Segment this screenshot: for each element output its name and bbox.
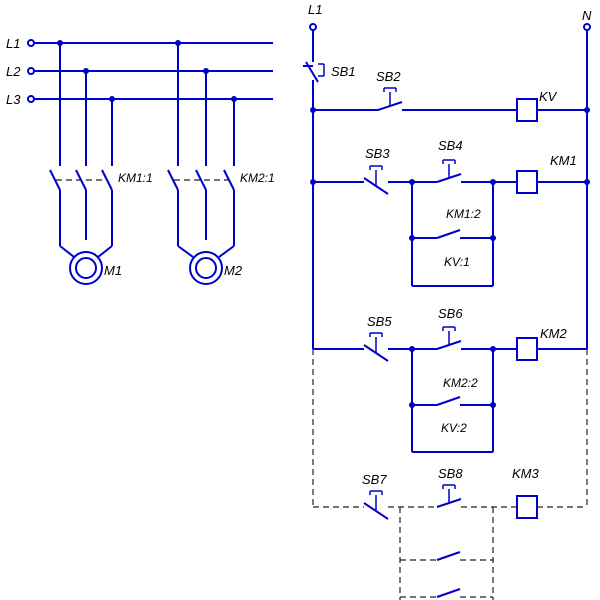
label-sb2: SB2 (376, 69, 401, 84)
terminal-control-L1 (309, 23, 317, 31)
coil-kv (516, 98, 538, 122)
motor-m2-branch: KM2:1 M2 (167, 43, 275, 285)
motor-m1-branch: KM1:1 M1 (49, 43, 153, 285)
motor-m1-inner (75, 257, 97, 279)
terminal-N (583, 23, 591, 31)
label-km1-1: KM1:1 (118, 171, 153, 185)
label-km2-1: KM2:1 (240, 171, 275, 185)
terminal-L1 (27, 39, 35, 47)
contact-km2-1-b (195, 169, 207, 191)
coil-km3 (516, 495, 538, 519)
label-control-L1: L1 (308, 2, 322, 17)
junction-dot (310, 107, 316, 113)
rung-km2: SB5 SB6 KM2 KM2:2 KV:2 (313, 306, 587, 453)
label-kv-1: KV:1 (444, 255, 470, 269)
contact-km1-1-a (49, 169, 61, 191)
label-L1: L1 (6, 36, 20, 51)
junction-dot (310, 179, 316, 185)
label-m2: M2 (224, 263, 243, 278)
label-sb7: SB7 (362, 472, 387, 487)
label-L3: L3 (6, 92, 21, 107)
junction-dot (409, 402, 415, 408)
terminal-L2 (27, 67, 35, 75)
contact-km2-1-a (167, 169, 179, 191)
label-sb5: SB5 (367, 314, 392, 329)
label-sb6: SB6 (438, 306, 463, 321)
label-sb8: SB8 (438, 466, 463, 481)
junction-dot (584, 107, 590, 113)
junction-dot (490, 235, 496, 241)
label-L2: L2 (6, 64, 21, 79)
coil-km1 (516, 170, 538, 194)
junction-dot (409, 235, 415, 241)
label-sb1: SB1 (331, 64, 356, 79)
junction-dot (490, 402, 496, 408)
power-circuit: L1 L2 L3 KM1:1 (6, 36, 275, 285)
coil-km2 (516, 337, 538, 361)
label-km2-2: KM2:2 (443, 376, 478, 390)
label-kv-2: KV:2 (441, 421, 467, 435)
terminal-L3 (27, 95, 35, 103)
label-sb4: SB4 (438, 138, 463, 153)
label-N: N (582, 8, 592, 23)
rung-km1: SB3 SB4 KM1 KM1:2 (310, 138, 590, 287)
label-km1: KM1 (550, 153, 577, 168)
motor-m2-inner (195, 257, 217, 279)
button-sb1: SB1 (303, 61, 356, 110)
junction-dot (584, 179, 590, 185)
rung-kv: SB2 KV (310, 69, 590, 122)
label-km3: KM3 (512, 466, 540, 481)
label-km2: KM2 (540, 326, 568, 341)
label-km1-2: KM1:2 (446, 207, 481, 221)
label-kv: KV (539, 89, 558, 104)
rung-km3: SB7 SB8 KM3 (313, 466, 587, 600)
label-sb3: SB3 (365, 146, 390, 161)
control-circuit: L1 N SB1 (303, 2, 592, 600)
label-m1: M1 (104, 263, 122, 278)
